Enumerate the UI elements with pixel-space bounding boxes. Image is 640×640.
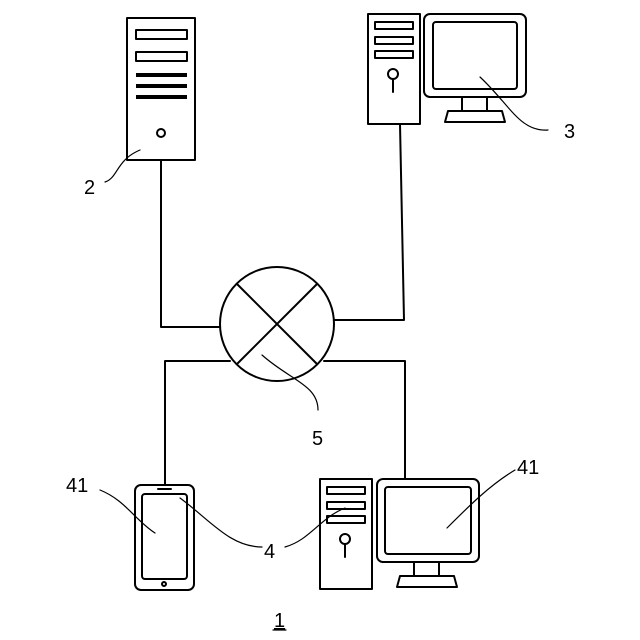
desktop-terminal <box>320 479 479 589</box>
network-node <box>220 267 334 381</box>
leader-lines <box>100 77 548 547</box>
label-terminal-display: 41 <box>517 457 539 479</box>
terminal-display <box>385 487 471 554</box>
pc-workstation <box>368 14 526 124</box>
figure-label: 1 <box>274 610 285 632</box>
phone-display <box>142 494 187 579</box>
terminal-monitor <box>377 479 479 562</box>
pc-monitor <box>424 14 526 97</box>
label-phone-display: 41 <box>66 475 88 497</box>
phone-terminal <box>135 485 194 590</box>
connection-lines <box>161 124 405 485</box>
label-server: 2 <box>84 177 95 199</box>
label-network: 5 <box>312 428 323 450</box>
server-tower <box>127 18 195 160</box>
label-terminal: 4 <box>264 541 275 563</box>
label-pc: 3 <box>564 121 575 143</box>
